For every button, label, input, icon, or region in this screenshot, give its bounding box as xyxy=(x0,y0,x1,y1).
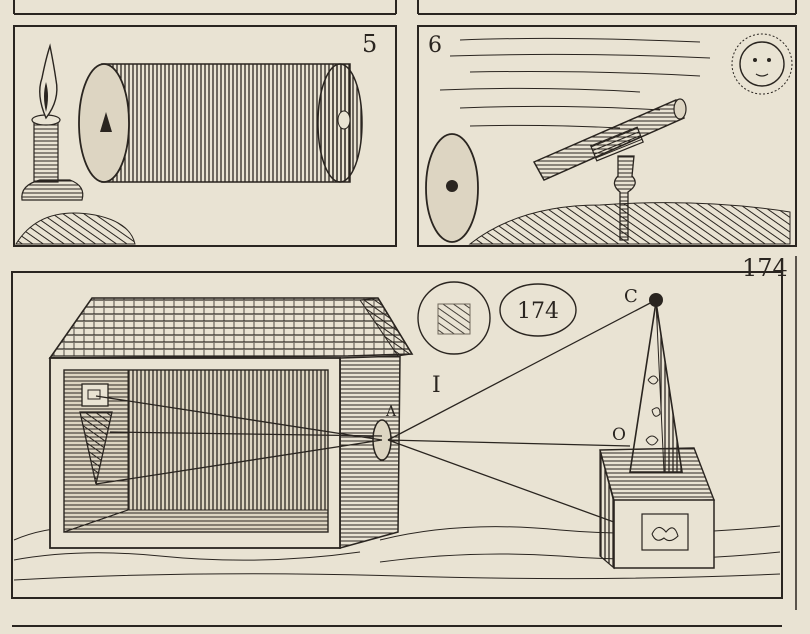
inverted-obelisk-image xyxy=(79,383,113,485)
label-c: C xyxy=(624,286,638,307)
top-panel-fragments xyxy=(13,0,797,15)
label-o: O xyxy=(612,425,626,445)
figure-number: 174 xyxy=(517,299,559,324)
sun-icon xyxy=(731,33,793,95)
telescope-icon xyxy=(532,98,687,241)
medallion xyxy=(417,281,491,355)
camera-house xyxy=(48,297,414,549)
panel-5: 5 xyxy=(13,25,397,247)
label-i: I xyxy=(432,373,441,398)
disc-screen-icon xyxy=(425,133,479,243)
obelisk xyxy=(599,293,716,570)
camera-obscura-figure: 174 C A I O xyxy=(11,256,797,610)
panel-number: 5 xyxy=(362,30,377,58)
panel-6: 6 xyxy=(417,25,797,247)
ground-hill xyxy=(15,212,136,245)
panel-number: 6 xyxy=(428,33,442,58)
light-rays xyxy=(95,299,681,547)
candle-icon xyxy=(21,43,84,201)
number-oval: 174 xyxy=(499,283,577,337)
corner-page-number: 174 xyxy=(742,254,788,282)
cylinder-icon xyxy=(78,63,363,183)
label-a: A xyxy=(385,404,397,420)
